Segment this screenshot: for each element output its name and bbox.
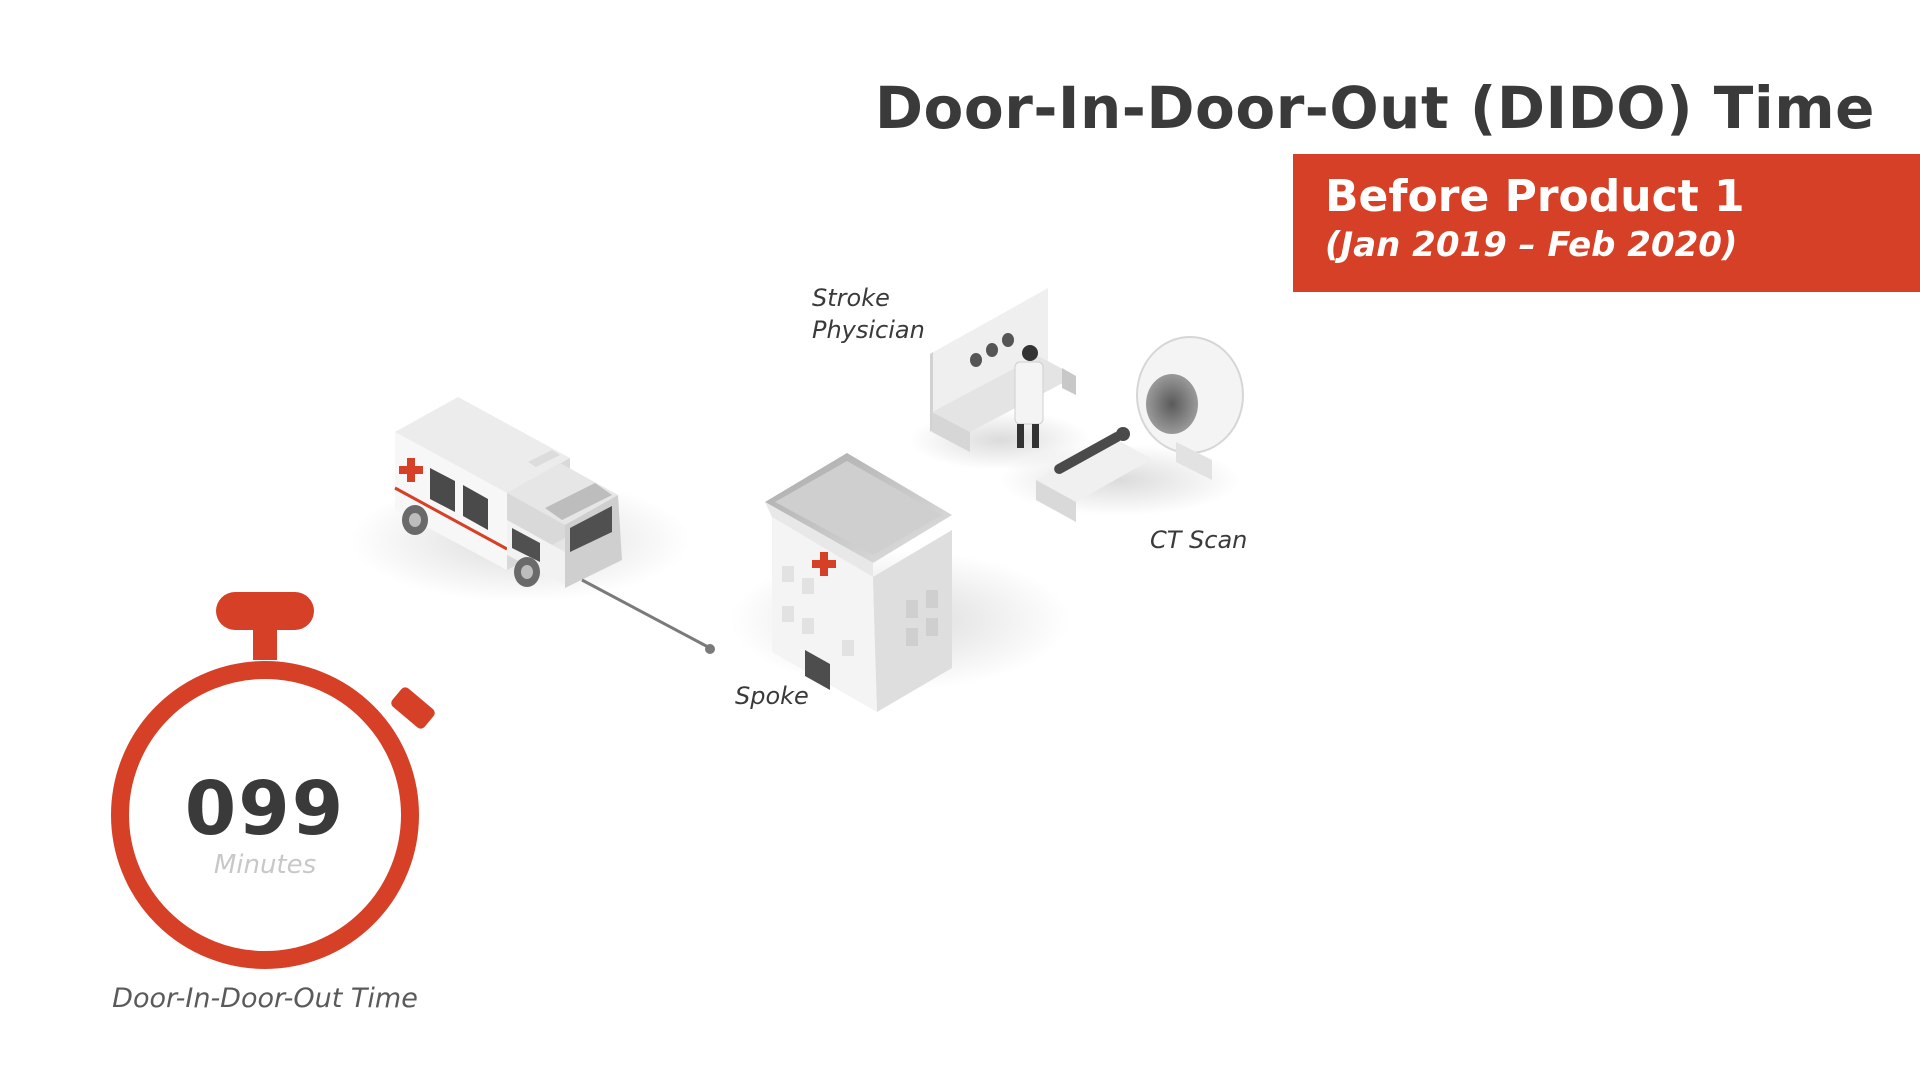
timer-unit: Minutes [165,850,365,880]
timer-value: 099 [165,766,365,852]
ambulance-icon [350,397,715,654]
stroke-physician-label: Stroke Physician [812,282,952,346]
timer-caption: Door-In-Door-Out Time [100,983,430,1014]
ct-scan-label: CT Scan [1150,524,1247,556]
spoke-label: Spoke [735,680,809,712]
